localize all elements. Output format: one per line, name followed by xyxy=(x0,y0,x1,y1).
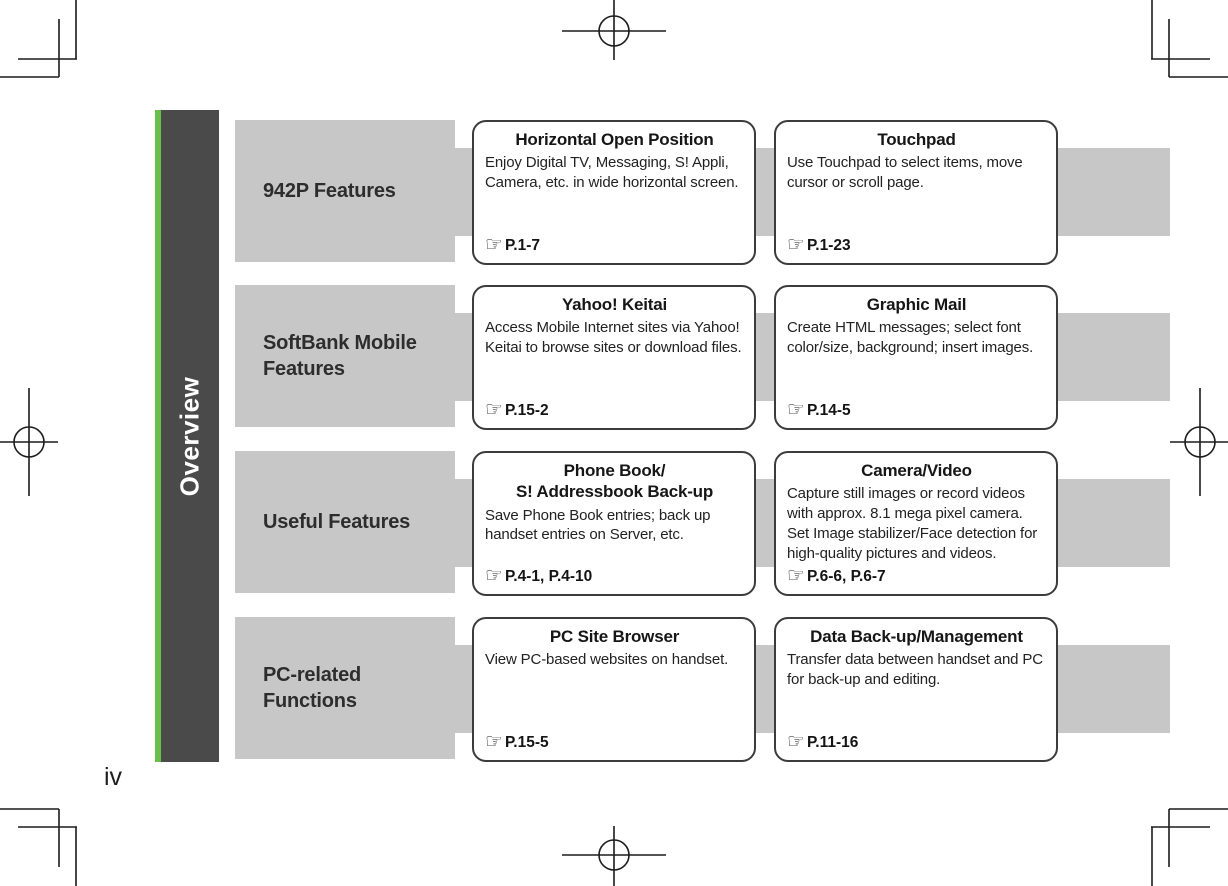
card-description: View PC-based websites on handset. xyxy=(485,651,729,669)
page-reference-text: P.1-23 xyxy=(806,237,851,254)
category-box-942p-features: 942P Features xyxy=(235,120,455,262)
feature-card-horizontal-open-position: Horizontal Open Position Enjoy Digital T… xyxy=(472,120,756,265)
pointing-hand-icon: ☞ xyxy=(485,234,503,256)
page-reference-text: P.1-7 xyxy=(504,237,540,254)
page-reference-text: P.15-5 xyxy=(504,734,549,751)
card-title: Graphic Mail xyxy=(866,295,967,314)
feature-card-data-backup-management: Data Back-up/Management Transfer data be… xyxy=(774,617,1058,762)
card-description: Enjoy Digital TV, Messaging, S! Appli, C… xyxy=(485,154,739,192)
page-reference: ☞ P.6-6, P.6-7 xyxy=(787,565,886,587)
category-box-softbank-mobile-features: SoftBank Mobile Features xyxy=(235,285,455,427)
feature-card-phone-book-backup: Phone Book/ S! Addressbook Back-up Save … xyxy=(472,451,756,596)
pointing-hand-icon: ☞ xyxy=(787,234,805,256)
feature-row-pc-related: PC-related Functions PC Site Browser Vie… xyxy=(0,617,1228,762)
category-label: 942P Features xyxy=(263,180,396,202)
feature-card-graphic-mail: Graphic Mail Create HTML messages; selec… xyxy=(774,285,1058,430)
feature-row-942p: 942P Features Horizontal Open Position E… xyxy=(0,120,1228,265)
page-reference: ☞ P.14-5 xyxy=(787,399,851,421)
category-label: SoftBank Mobile Features xyxy=(263,332,417,380)
card-description: Create HTML messages; select font color/… xyxy=(787,319,1034,357)
feature-row-softbank-mobile: SoftBank Mobile Features Yahoo! Keitai A… xyxy=(0,285,1228,430)
card-title: Touchpad xyxy=(877,130,956,149)
page-reference-text: P.4-1, P.4-10 xyxy=(504,568,593,585)
card-description: Transfer data between handset and PC for… xyxy=(787,651,1043,689)
feature-card-touchpad: Touchpad Use Touchpad to select items, m… xyxy=(774,120,1058,265)
page-reference: ☞ P.11-16 xyxy=(787,731,859,753)
pointing-hand-icon: ☞ xyxy=(485,399,503,421)
card-description: Save Phone Book entries; back up handset… xyxy=(485,506,711,544)
card-title: PC Site Browser xyxy=(549,627,680,646)
page-reference-text: P.14-5 xyxy=(806,402,851,419)
card-title: Horizontal Open Position xyxy=(515,130,714,149)
pointing-hand-icon: ☞ xyxy=(485,565,503,587)
page-reference: ☞ P.15-2 xyxy=(485,399,549,421)
page-reference: ☞ P.4-1, P.4-10 xyxy=(485,565,593,587)
page-reference: ☞ P.15-5 xyxy=(485,731,549,753)
card-title: Phone Book/ S! Addressbook Back-up xyxy=(515,461,714,502)
page-reference: ☞ P.1-23 xyxy=(787,234,851,256)
sidebar-accent-stripe xyxy=(155,110,161,762)
page-reference-text: P.11-16 xyxy=(806,734,859,751)
pointing-hand-icon: ☞ xyxy=(787,731,805,753)
card-title: Yahoo! Keitai xyxy=(561,295,668,314)
page-reference-text: P.6-6, P.6-7 xyxy=(806,568,886,585)
card-title: Data Back-up/Management xyxy=(810,627,1023,646)
card-description: Access Mobile Internet sites via Yahoo! … xyxy=(485,319,742,357)
pointing-hand-icon: ☞ xyxy=(787,399,805,421)
category-label: Useful Features xyxy=(263,511,411,533)
feature-card-yahoo-keitai: Yahoo! Keitai Access Mobile Internet sit… xyxy=(472,285,756,430)
page-number: iv xyxy=(104,763,123,791)
feature-card-camera-video: Camera/Video Capture still images or rec… xyxy=(774,451,1058,596)
chapter-tab: Overview xyxy=(161,110,219,762)
page-reference-text: P.15-2 xyxy=(504,402,549,419)
category-box-pc-related-functions: PC-related Functions xyxy=(235,617,455,759)
page-reference: ☞ P.1-7 xyxy=(485,234,540,256)
pointing-hand-icon: ☞ xyxy=(787,565,805,587)
card-description: Capture still images or record videos wi… xyxy=(787,485,1038,563)
card-title: Camera/Video xyxy=(861,461,972,480)
feature-row-useful-features: Useful Features Phone Book/ S! Addressbo… xyxy=(0,451,1228,596)
pointing-hand-icon: ☞ xyxy=(485,731,503,753)
category-label: PC-related Functions xyxy=(263,664,362,712)
feature-card-pc-site-browser: PC Site Browser View PC-based websites o… xyxy=(472,617,756,762)
card-description: Use Touchpad to select items, move curso… xyxy=(787,154,1023,192)
category-box-useful-features: Useful Features xyxy=(235,451,455,593)
